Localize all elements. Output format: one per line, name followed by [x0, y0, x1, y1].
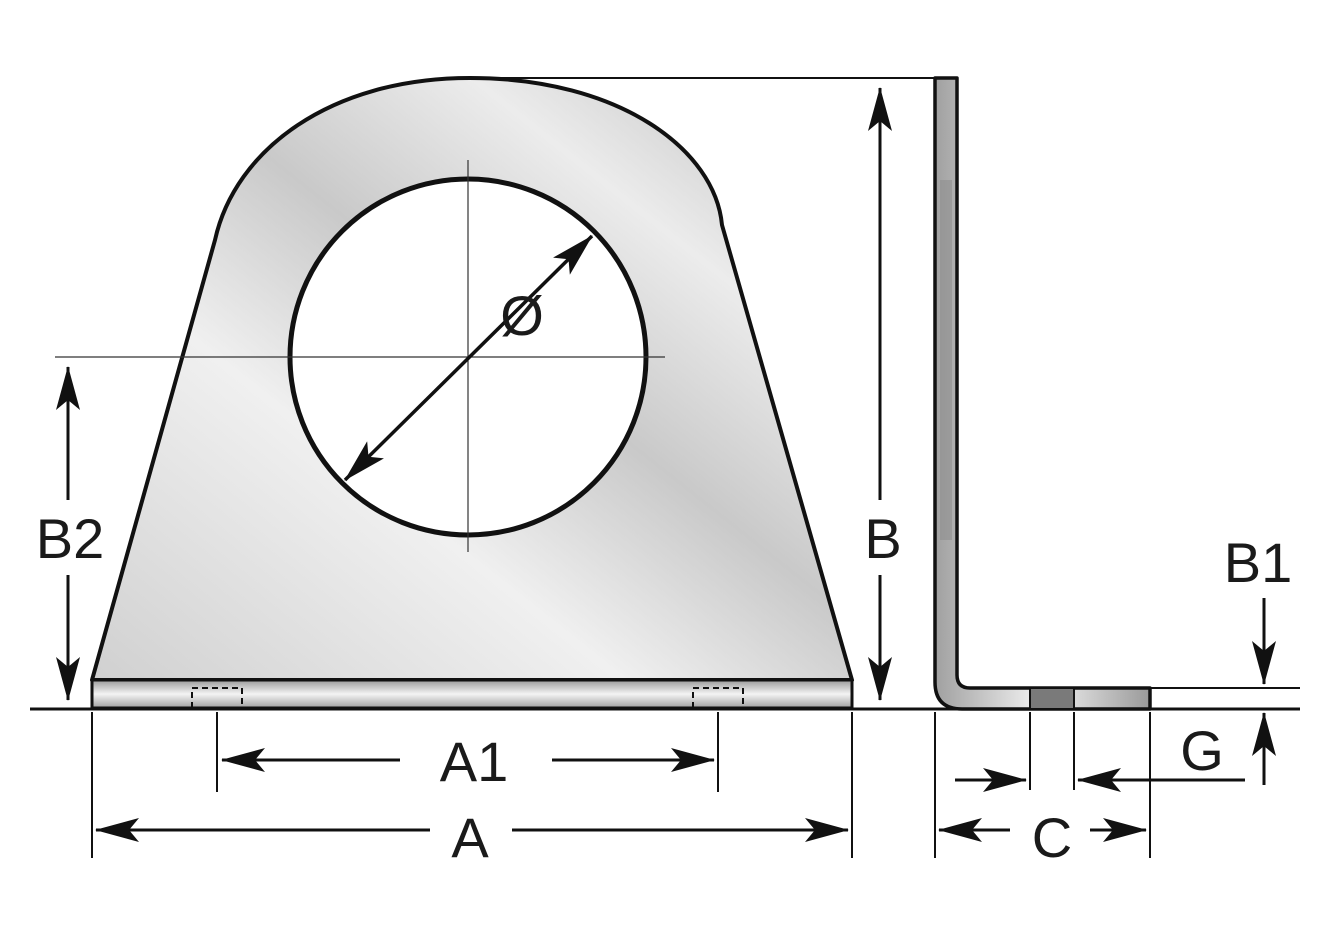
dimension-b1-g — [1150, 598, 1300, 785]
label-b1: B1 — [1224, 531, 1293, 594]
dimension-a — [91, 712, 853, 858]
label-diameter: Ø — [500, 284, 544, 347]
label-b: B — [864, 507, 901, 570]
dimension-c — [934, 712, 1245, 858]
plate-front-view — [55, 76, 854, 710]
dimension-a1 — [216, 712, 719, 792]
label-g: G — [1180, 719, 1224, 782]
diameter-arrow — [343, 234, 594, 482]
side-profile — [933, 76, 1152, 711]
side-slot — [1029, 687, 1075, 710]
label-b2: B2 — [36, 507, 105, 570]
label-a: A — [451, 806, 489, 869]
plate-bottom-strip — [90, 678, 854, 710]
label-c: C — [1032, 806, 1072, 869]
bracket-side-view — [933, 76, 1152, 711]
label-a1: A1 — [440, 730, 509, 793]
